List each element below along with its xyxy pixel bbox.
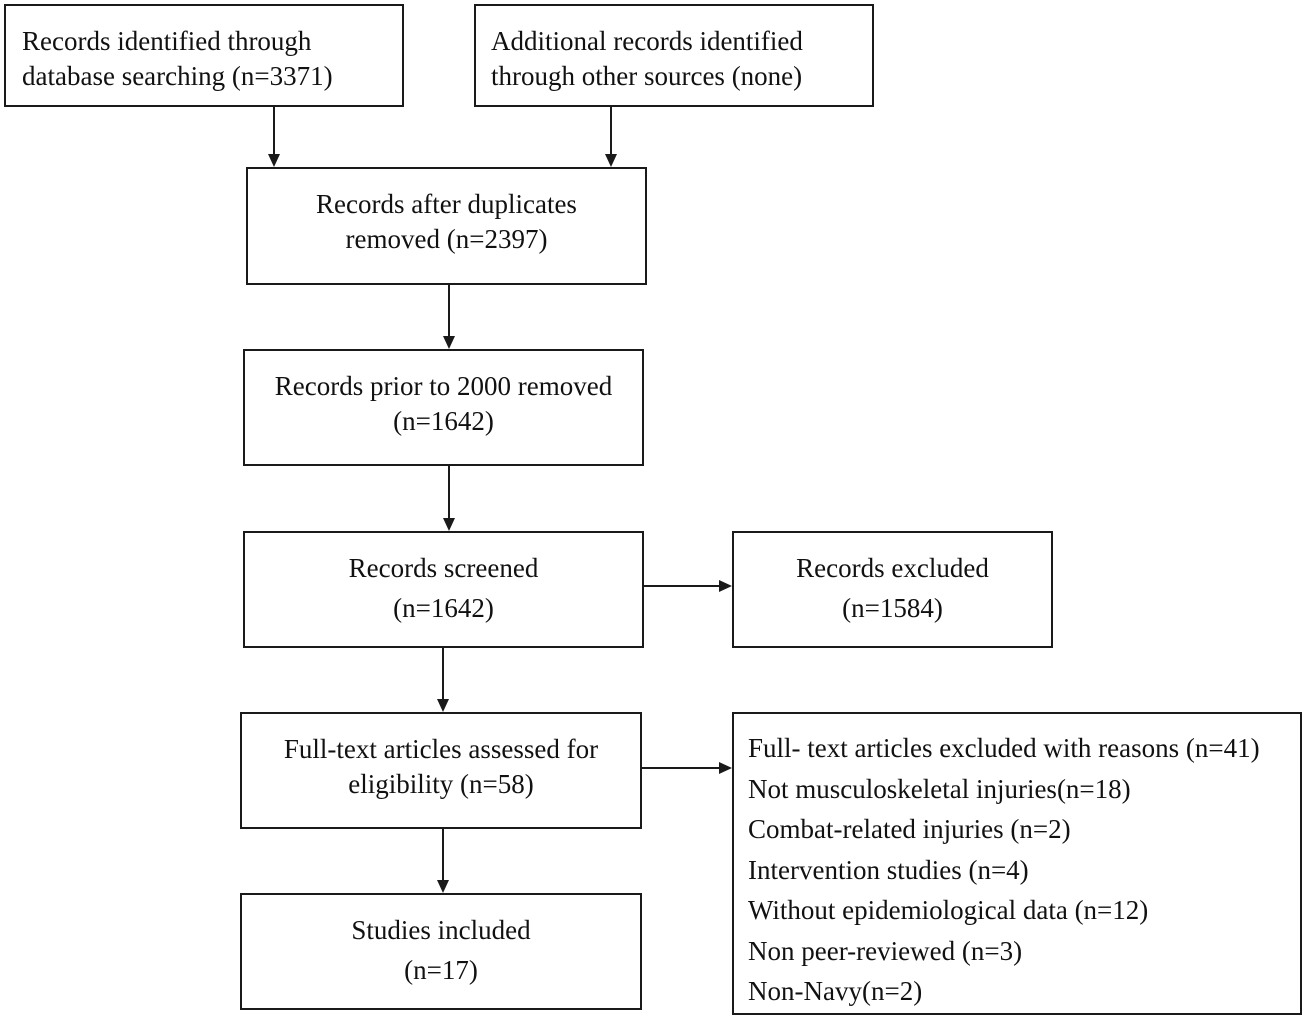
box-text-line: Studies included <box>351 915 531 945</box>
box-text-line: eligibility (n=58) <box>348 769 534 799</box>
records-identified-database-box: Records identified through database sear… <box>4 4 404 107</box>
records-prior-2000-box: Records prior to 2000 removed (n=1642) <box>243 349 644 466</box>
arrow-screened-to-fulltext <box>437 648 449 712</box>
box-text-line: Records after duplicates <box>316 189 577 219</box>
arrow-fulltext-to-included <box>437 829 449 893</box>
records-excluded-box: Records excluded (n=1584) <box>732 531 1053 648</box>
exclusion-reason-item: Not musculoskeletal injuries(n=18) <box>748 773 1131 804</box>
box-text-line: removed (n=2397) <box>345 224 548 254</box>
box-text-line: Records screened <box>348 553 539 583</box>
exclusion-reason-item: Combat-related injuries (n=2) <box>748 814 1071 844</box>
exclusion-reasons-box: Full- text articles excluded with reason… <box>732 712 1302 1015</box>
records-after-duplicates-box: Records after duplicates removed (n=2397… <box>246 167 647 285</box>
arrow-db-to-duplicates <box>268 107 280 167</box>
box-text-line: Additional records identified <box>491 26 803 56</box>
box-text-line: through other sources (none) <box>491 61 803 91</box>
exclusion-reasons-header: Full- text articles excluded with reason… <box>748 733 1260 763</box>
exclusion-reason-item: Without epidemiological data (n=12) <box>748 895 1149 925</box>
exclusion-reason-item: Non-Navy(n=2) <box>748 976 923 1006</box>
arrow-duplicates-to-prior-2000 <box>443 285 455 349</box>
box-text-line: database searching (n=3371) <box>22 61 333 91</box>
box-text-line: Full-text articles assessed for <box>283 734 599 764</box>
arrow-screened-to-excluded <box>644 580 732 592</box>
box-text-line: (n=1584) <box>842 593 943 623</box>
arrow-prior-2000-to-screened <box>443 466 455 531</box>
exclusion-reason-item: Intervention studies (n=4) <box>748 854 1029 885</box>
studies-included-box: Studies included (n=17) <box>240 893 642 1010</box>
arrow-other-to-duplicates <box>605 107 617 167</box>
box-text-line: (n=1642) <box>393 593 494 623</box>
box-text-line: Records excluded <box>796 553 989 583</box>
arrow-fulltext-to-reasons <box>642 762 732 774</box>
box-text-line: (n=17) <box>404 955 478 985</box>
records-screened-box: Records screened (n=1642) <box>243 531 644 648</box>
exclusion-reason-item: Non peer-reviewed (n=3) <box>748 935 1023 966</box>
fulltext-assessed-box: Full-text articles assessed for eligibil… <box>240 712 642 829</box>
box-text-line: Records identified through <box>22 26 312 56</box>
records-other-sources-box: Additional records identified through ot… <box>474 4 874 107</box>
box-text-line: (n=1642) <box>393 406 494 436</box>
box-text-line: Records prior to 2000 removed <box>274 371 613 401</box>
